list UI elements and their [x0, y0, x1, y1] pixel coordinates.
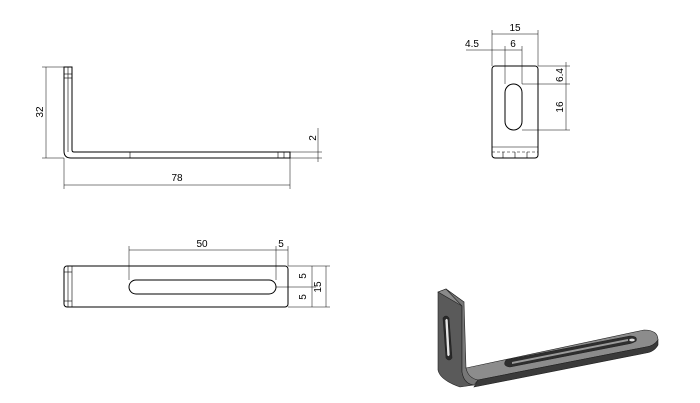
dimension-label-length: 78 — [171, 173, 183, 184]
dimension-label-slot-length: 16 — [555, 101, 566, 113]
iso-horizontal-slot-highlight — [512, 339, 628, 364]
top-view-outline — [63, 265, 289, 308]
dimension-label-slot-top: 6.4 — [555, 68, 566, 82]
dimension-label-offset: 4.5 — [465, 39, 479, 50]
top-view: 50 5 5 5 15 — [63, 239, 330, 308]
iso-horizontal-front — [473, 339, 659, 388]
dimension-label-height: 32 — [35, 106, 46, 118]
end-view-slot — [504, 83, 523, 131]
end-view: 15 6 4.5 6.4 16 — [465, 23, 570, 159]
side-view-outline — [63, 66, 291, 159]
dimension-label-thickness: 2 — [308, 135, 319, 141]
end-view-outline — [491, 65, 539, 159]
dimension-label-half-upper: 5 — [298, 273, 309, 279]
iso-slot-end — [628, 338, 636, 342]
dimension-label-slot-end: 5 — [278, 239, 284, 250]
side-view: 32 2 78 — [35, 66, 322, 189]
isometric-bracket — [437, 288, 659, 388]
dimension-label-width: 15 — [509, 23, 521, 34]
dimension-label-width: 15 — [313, 281, 324, 293]
top-view-slot — [128, 279, 277, 295]
iso-vertical-slot-inner — [444, 318, 451, 357]
dimension-label-half-lower: 5 — [298, 294, 309, 300]
dimension-label-slot-length: 50 — [196, 239, 208, 250]
dimension-label-slot-width: 6 — [510, 39, 516, 50]
